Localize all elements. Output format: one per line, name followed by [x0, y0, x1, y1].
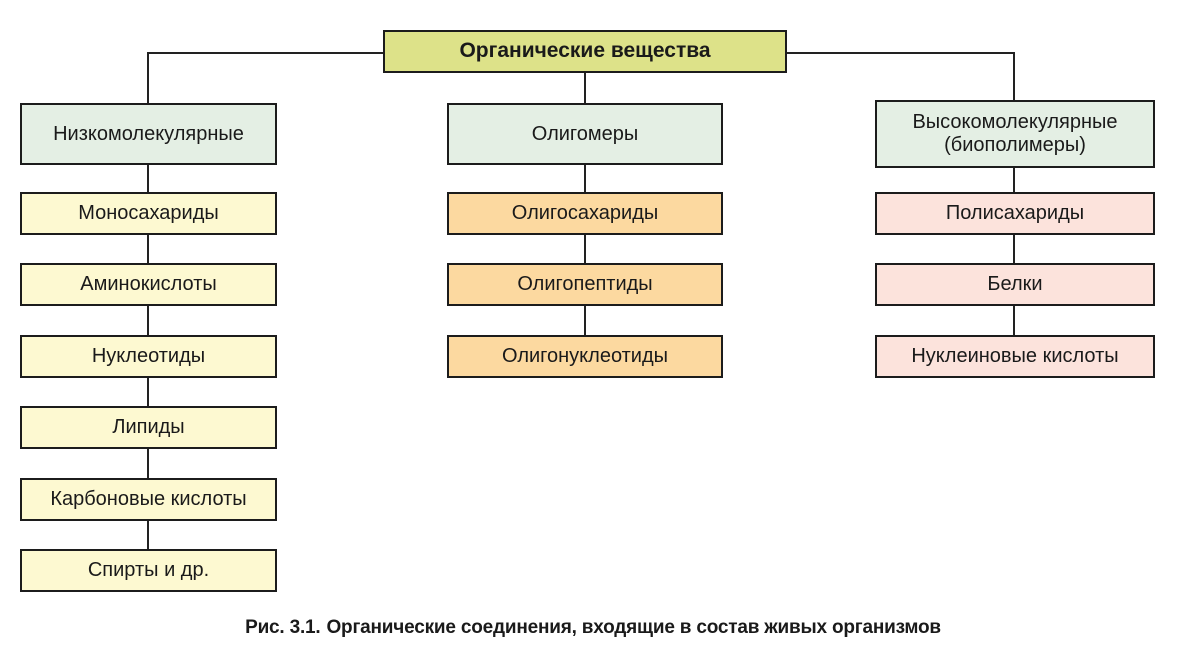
figure-caption: Рис. 3.1.Органические соединения, входящ… [0, 617, 1186, 639]
node-nucleotides: Нуклеотиды [20, 335, 277, 378]
connector-line [147, 376, 149, 409]
node-high-molecular-header: Высокомолекулярные (биополимеры) [875, 100, 1155, 168]
connector-line [584, 304, 586, 338]
connector-line [147, 304, 149, 338]
connector-line [147, 447, 149, 481]
connector-line [1013, 166, 1015, 195]
figure-caption-number: Рис. 3.1. [245, 617, 321, 638]
connector-line [1013, 304, 1015, 338]
node-proteins: Белки [875, 263, 1155, 306]
connector-line [147, 52, 387, 54]
connector-line [584, 163, 586, 195]
figure-caption-text: Органические соединения, входящие в сост… [326, 617, 941, 638]
node-polysaccharides: Полисахариды [875, 192, 1155, 235]
connector-line [584, 233, 586, 266]
connector-line [1013, 52, 1015, 104]
connector-line [147, 519, 149, 552]
node-oligosaccharides: Олигосахариды [447, 192, 723, 235]
node-oligomers-header: Олигомеры [447, 103, 723, 165]
node-monosaccharides: Моносахариды [20, 192, 277, 235]
node-nucleic-acids: Нуклеиновые кислоты [875, 335, 1155, 378]
connector-line [147, 233, 149, 266]
node-lipids: Липиды [20, 406, 277, 449]
node-low-molecular-header: Низкомолекулярные [20, 103, 277, 165]
node-carboxylic-acids: Карбоновые кислоты [20, 478, 277, 521]
node-amino-acids: Аминокислоты [20, 263, 277, 306]
connector-line [147, 163, 149, 195]
node-oligopeptides: Олигопептиды [447, 263, 723, 306]
connector-line [783, 52, 1015, 54]
node-organic-substances: Органические вещества [383, 30, 787, 73]
connector-line [1013, 233, 1015, 266]
connector-line [147, 52, 149, 107]
node-alcohols-etc: Спирты и др. [20, 549, 277, 592]
node-oligonucleotides: Олигонуклеотиды [447, 335, 723, 378]
connector-line [584, 72, 586, 106]
